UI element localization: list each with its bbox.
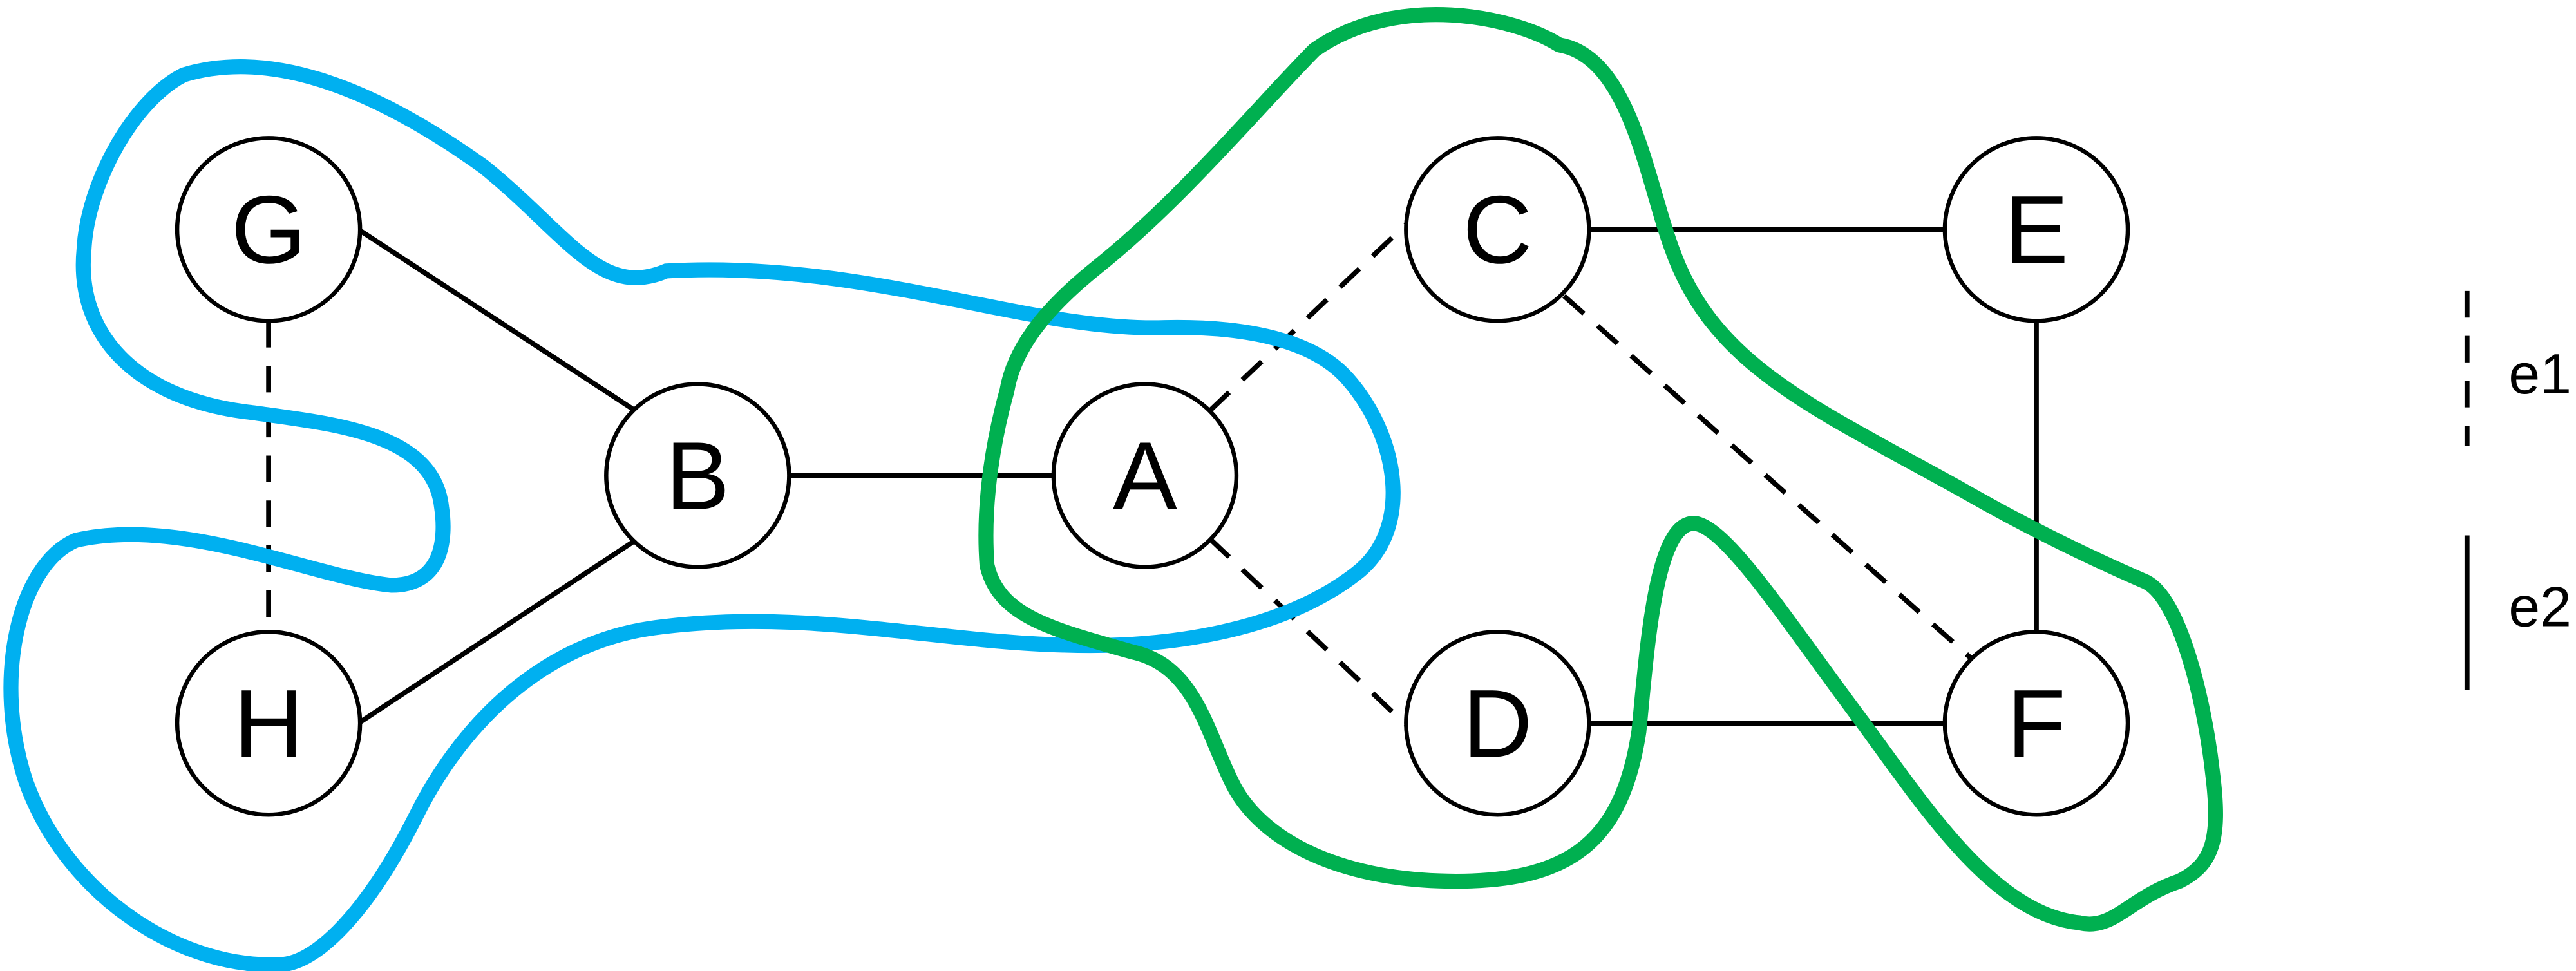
node-E: E <box>1942 136 2130 323</box>
node-D: D <box>1404 630 1591 817</box>
node-A-circle <box>1051 382 1239 569</box>
node-D-circle <box>1404 630 1591 817</box>
legend-e1-label: e1 <box>2508 343 2571 406</box>
node-E-label: E <box>2004 175 2069 283</box>
edges <box>266 222 2039 727</box>
edge-A-D <box>1208 536 1408 727</box>
edge-G-B <box>357 227 634 411</box>
node-G: G <box>175 136 363 323</box>
node-C-label: C <box>1463 175 1532 283</box>
legend: e1 e2 <box>2464 290 2571 690</box>
node-E-circle <box>1942 136 2130 323</box>
node-B-circle <box>604 382 791 569</box>
node-F-label: F <box>2007 669 2065 777</box>
edge-A-C <box>1208 222 1408 413</box>
blue-group-outline <box>3 59 1401 971</box>
node-B: B <box>604 382 791 569</box>
node-H-circle <box>175 630 363 817</box>
legend-e2-label: e2 <box>2508 576 2571 639</box>
green-group-outline <box>978 7 2223 932</box>
node-B-label: B <box>665 422 730 530</box>
node-A-label: A <box>1113 422 1177 530</box>
node-C: C <box>1404 136 1591 323</box>
node-A: A <box>1051 382 1239 569</box>
node-H-label: H <box>234 669 303 777</box>
node-G-circle <box>175 136 363 323</box>
edge-C-F <box>1562 294 1975 663</box>
nodes: G B H A C D E F <box>175 136 2130 817</box>
node-D-label: D <box>1463 669 1532 777</box>
node-F: F <box>1942 630 2130 817</box>
node-C-circle <box>1404 136 1591 323</box>
node-F-circle <box>1942 630 2130 817</box>
edge-H-B <box>357 540 634 726</box>
node-G-label: G <box>231 175 306 283</box>
node-H: H <box>175 630 363 817</box>
